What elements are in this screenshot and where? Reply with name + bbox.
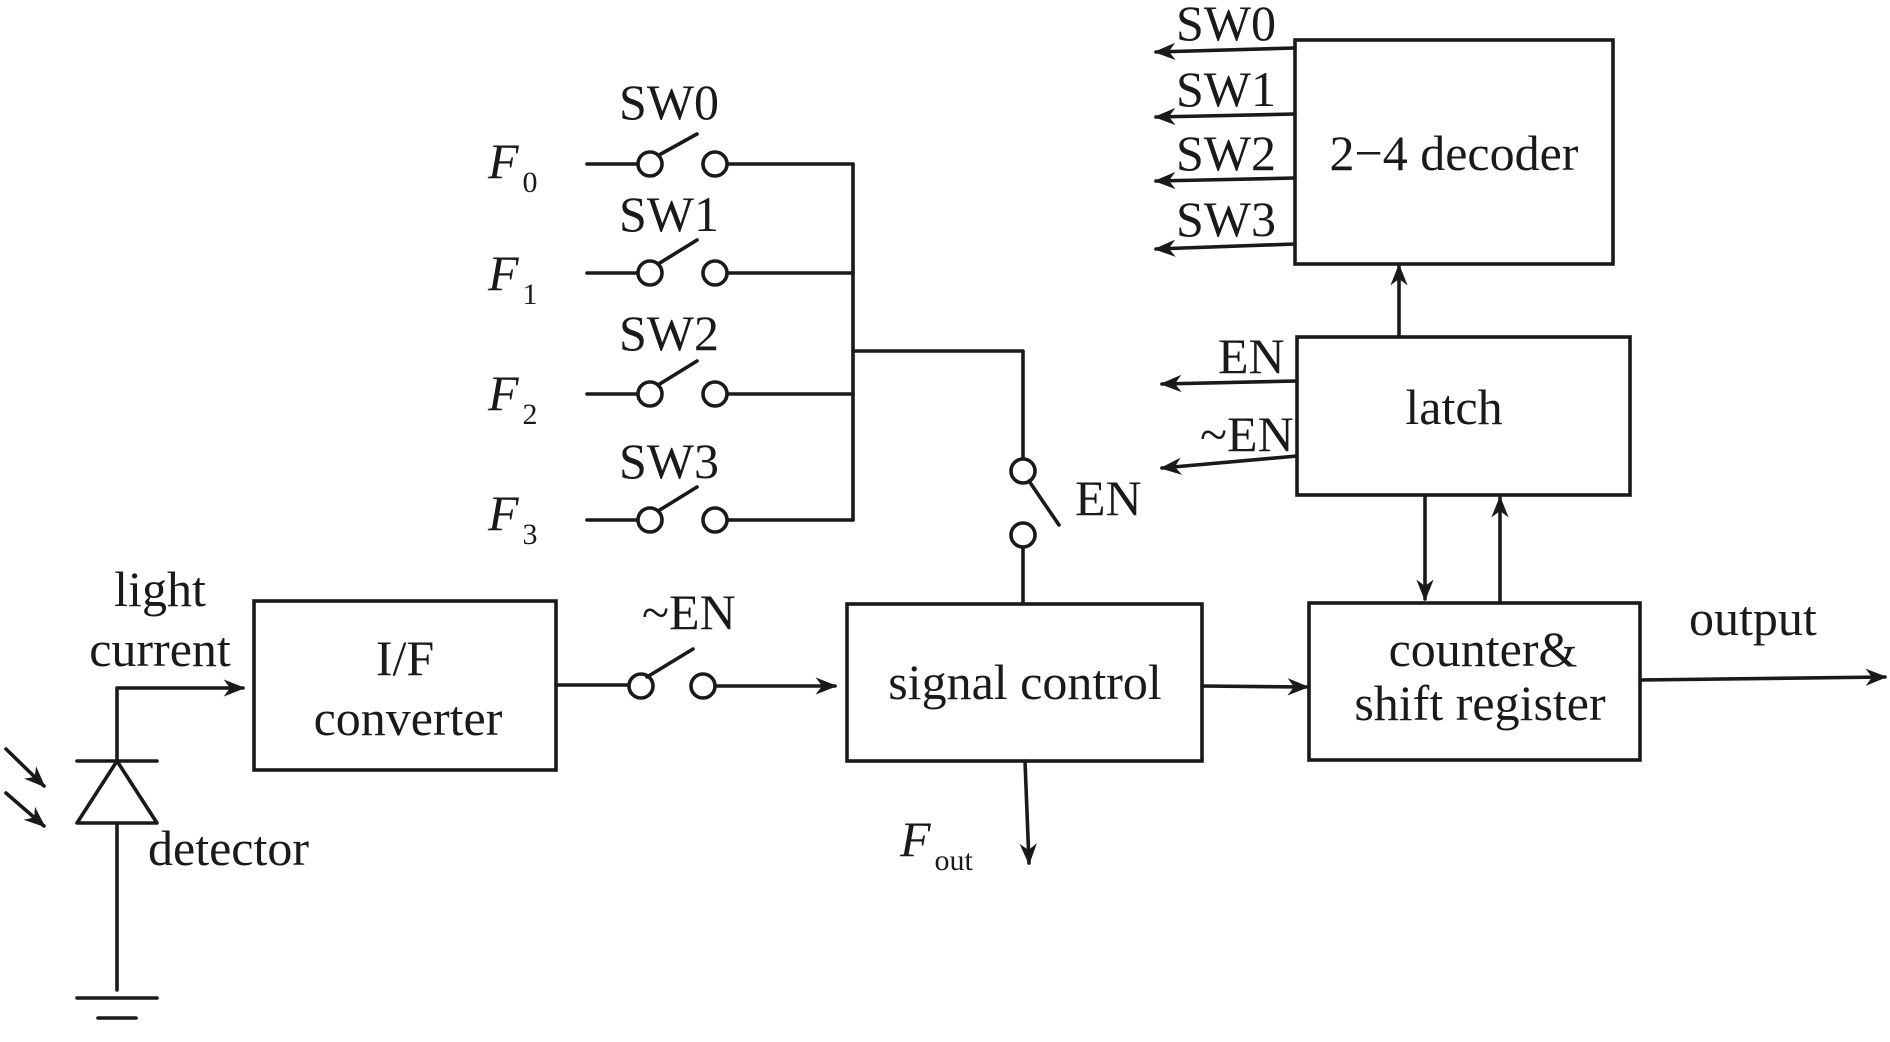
switch-label-en: EN — [1075, 470, 1142, 526]
light-current-label-line1: light — [114, 561, 206, 617]
decoder-output-sw3: SW3 — [1176, 191, 1276, 247]
decoder-output-arrows — [1153, 42, 1297, 257]
decoder-out-arrow-sw2 — [1153, 171, 1297, 190]
latch-output-en: EN — [1218, 328, 1285, 384]
latch-not-en-arrow — [1159, 454, 1299, 475]
latch-block — [1295, 335, 1632, 497]
decoder-output-sw0: SW0 — [1176, 0, 1276, 51]
decoder-block — [1293, 38, 1615, 266]
bus-to-en-switch-wire — [851, 349, 1025, 461]
light-rays-icon — [4, 747, 46, 828]
decoder-output-sw1: SW1 — [1176, 61, 1276, 117]
switch-label-sw3: SW3 — [619, 433, 719, 489]
switch-label-sw1: SW1 — [619, 186, 719, 242]
counter-label-line1: counter& — [1389, 621, 1578, 677]
if-converter-block — [252, 599, 558, 772]
detector-to-converter-arrow — [115, 679, 246, 763]
signal-control-label: signal control — [888, 654, 1162, 710]
decoder-out-arrow-sw0 — [1153, 42, 1297, 61]
switch-sw3 — [585, 485, 855, 534]
ground-icon — [75, 996, 159, 1020]
switch-label-sw2: SW2 — [619, 305, 719, 361]
switch-label-sw0: SW0 — [619, 74, 719, 130]
output-arrow — [1638, 668, 1888, 686]
photodiode-icon — [75, 759, 159, 992]
decoder-out-arrow-sw1 — [1153, 107, 1297, 126]
fout-arrow — [1019, 759, 1037, 866]
switch-sw0 — [585, 132, 855, 178]
decoder-output-sw2: SW2 — [1176, 125, 1276, 181]
latch-output-not-en: ~EN — [1200, 406, 1294, 462]
switch-not-en — [554, 647, 717, 700]
if-converter-label-line2: converter — [314, 690, 503, 746]
signal-control-block — [845, 602, 1204, 763]
latch-label: latch — [1405, 379, 1502, 435]
switch-label-not-en: ~EN — [642, 584, 736, 640]
light-current-label-line2: current — [89, 621, 231, 677]
switch-sw2 — [585, 359, 855, 408]
switch-en — [1009, 457, 1061, 606]
output-label: output — [1689, 590, 1817, 646]
latch-en-arrow — [1159, 374, 1299, 393]
control-to-counter-arrow — [1200, 678, 1310, 696]
switch-sw1 — [585, 238, 855, 287]
detector-label: detector — [148, 820, 309, 876]
decoder-out-arrow-sw3 — [1153, 239, 1297, 257]
counter-label-line2: shift register — [1354, 675, 1606, 731]
counter-block — [1307, 601, 1642, 762]
if-converter-label-line1: I/F — [376, 630, 434, 686]
decoder-label: 2−4 decoder — [1330, 125, 1579, 181]
